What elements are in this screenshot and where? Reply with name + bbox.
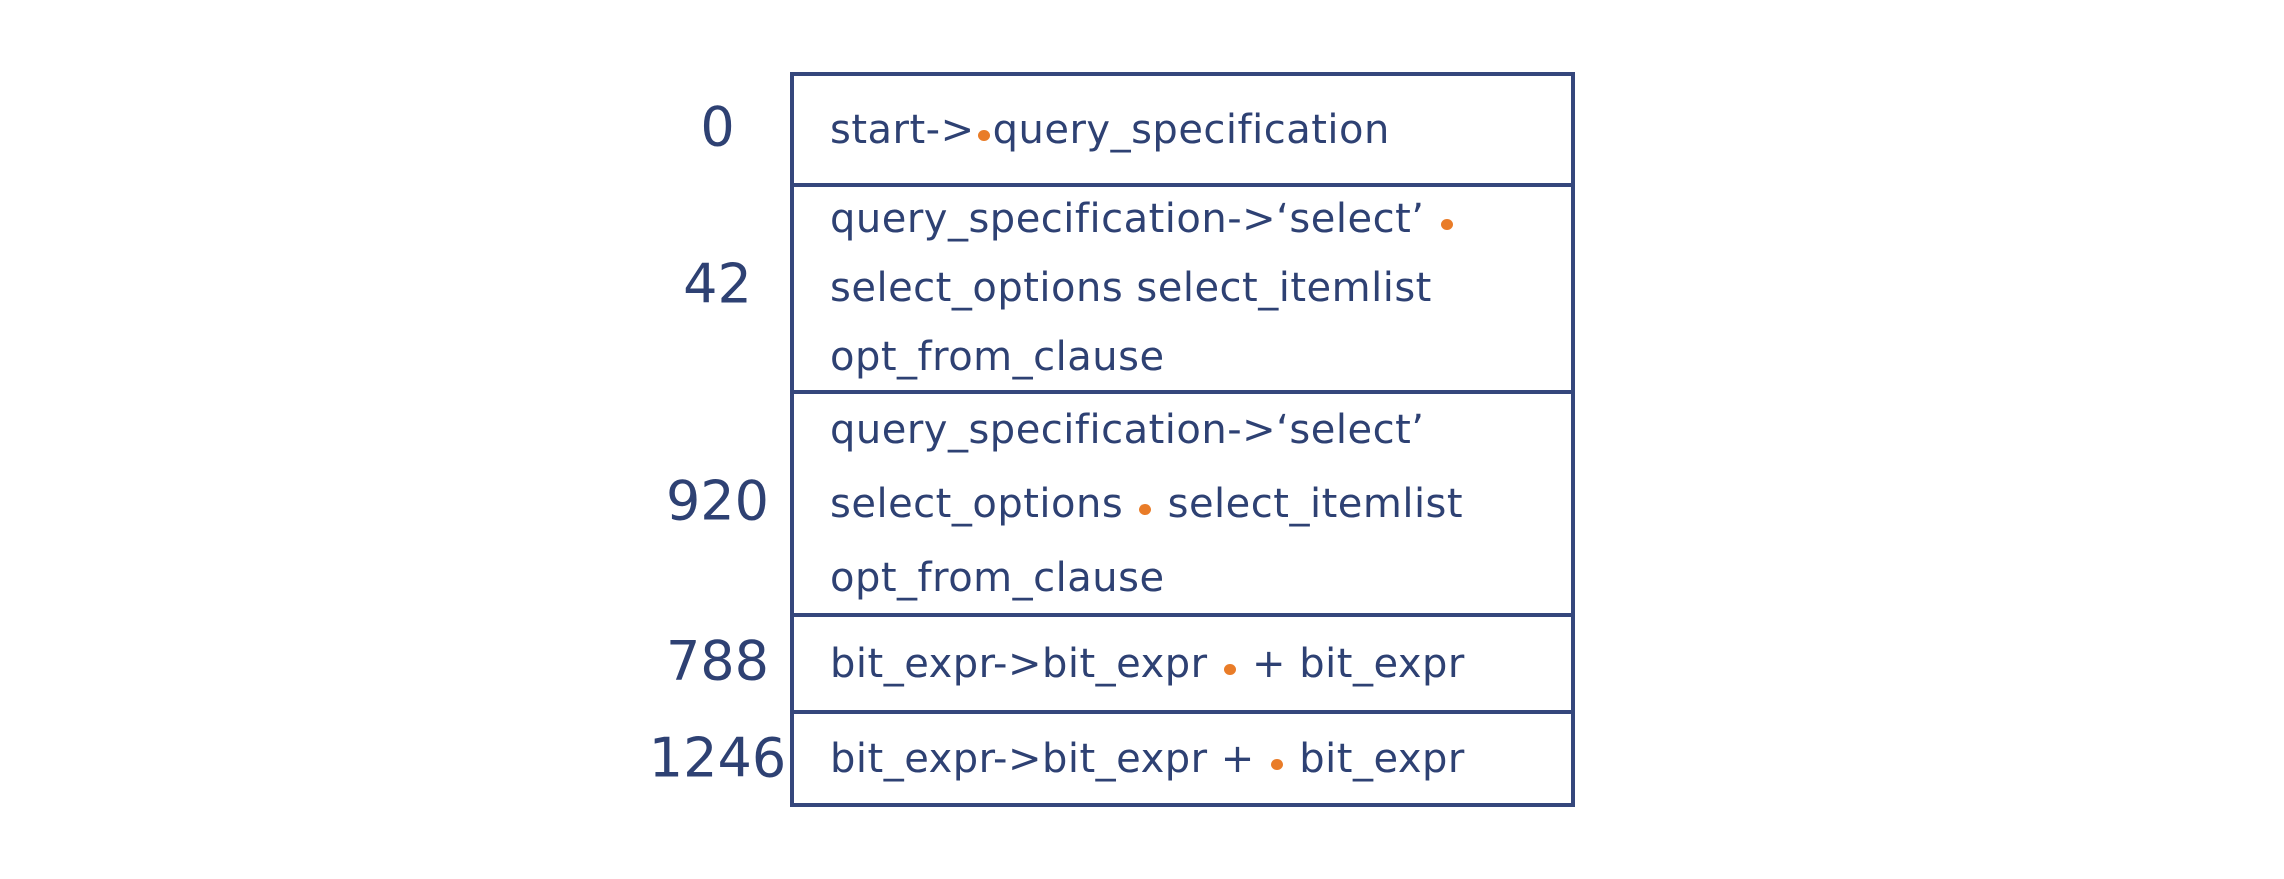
state-number-label: 920 [665, 469, 770, 533]
production-line: opt_from_clause [830, 334, 1165, 380]
state-number-label: 788 [665, 629, 770, 693]
production-line: select_options select_itemlist [830, 480, 1464, 527]
production-line: query_specification->‘select’ [830, 187, 1561, 254]
parse-position-dot [1271, 758, 1284, 770]
state-row: start->query_specification [794, 76, 1571, 183]
production-line: bit_expr->bit_expr + bit_expr [830, 735, 1465, 782]
production-line: start->query_specification [830, 106, 1390, 153]
production-line: opt_from_clause [830, 554, 1165, 601]
state-row: query_specification->‘select’ select_opt… [794, 183, 1571, 390]
state-row: query_specification->‘select’ select_opti… [794, 390, 1571, 613]
state-number-label: 1246 [648, 726, 787, 790]
item-set-table: start->query_specification query_specifi… [790, 72, 1575, 807]
state-row: bit_expr->bit_expr + bit_expr [794, 710, 1571, 803]
production-line: query_specification->‘select’ [830, 406, 1425, 453]
state-row: bit_expr->bit_expr + bit_expr [794, 613, 1571, 710]
state-number-label: 42 [683, 252, 752, 316]
parse-position-dot [1440, 219, 1453, 230]
state-number-label: 0 [700, 95, 735, 159]
parse-position-dot [977, 129, 990, 141]
production-line: select_options select_itemlist [830, 265, 1432, 311]
parse-position-dot [1223, 663, 1236, 675]
production-line: bit_expr->bit_expr + bit_expr [830, 640, 1465, 687]
parse-position-dot [1139, 503, 1152, 515]
